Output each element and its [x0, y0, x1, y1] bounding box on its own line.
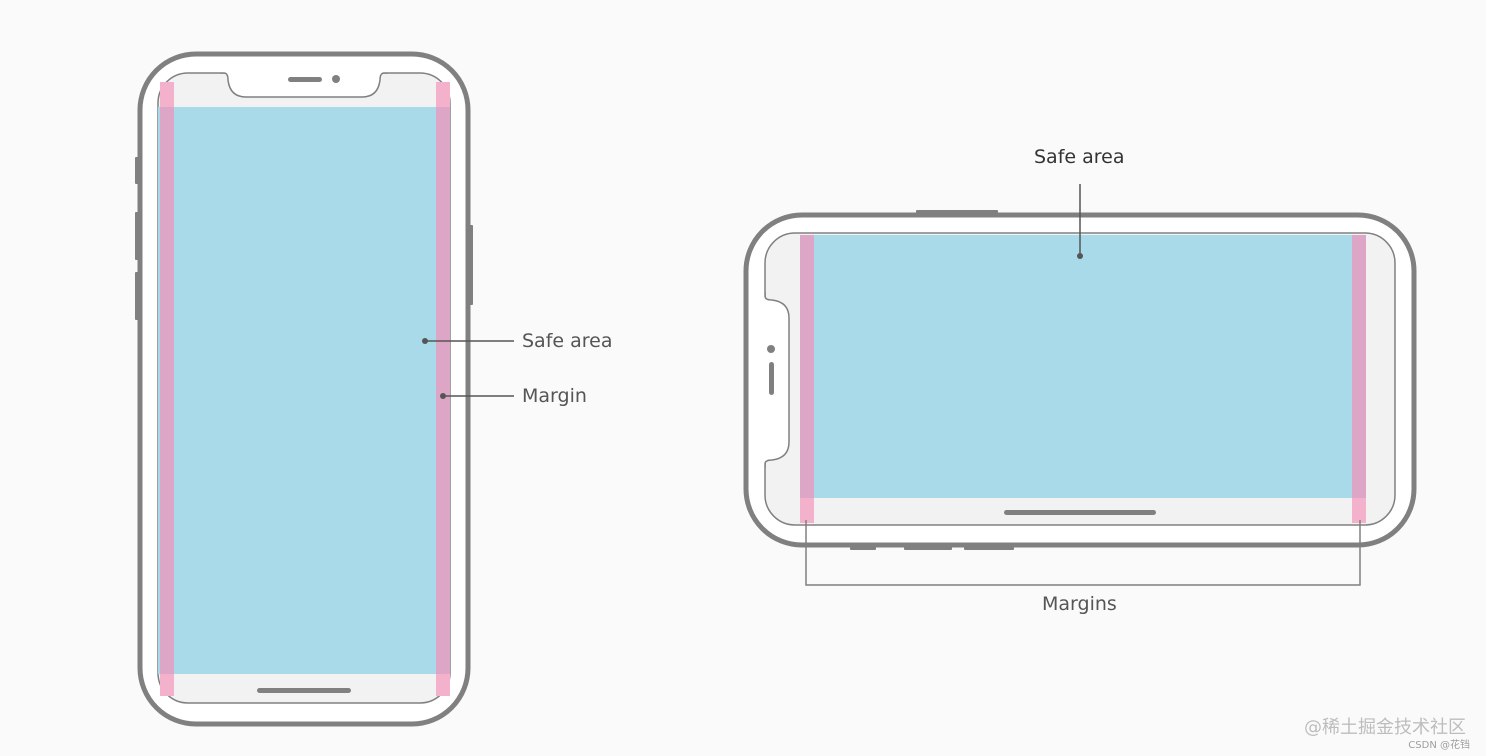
portrait-right-margin — [436, 107, 450, 674]
portrait-margin-label: Margin — [522, 385, 587, 407]
portrait-home-indicator — [257, 688, 351, 693]
portrait-front-camera — [332, 75, 340, 83]
landscape-notch — [762, 292, 789, 468]
portrait-left-margin-top — [160, 82, 174, 107]
landscape-safe-area-callout-dot — [1077, 253, 1083, 259]
landscape-safe-area — [800, 235, 1366, 498]
landscape-device — [743, 210, 1417, 550]
landscape-speaker-grille — [769, 362, 774, 395]
portrait-callouts — [422, 338, 514, 399]
landscape-right-margin-bottom — [1352, 498, 1366, 523]
portrait-safe-area — [158, 107, 450, 674]
portrait-safe-area-label: Safe area — [522, 330, 613, 352]
portrait-left-margin-bottom — [160, 674, 174, 696]
landscape-left-margin-bottom — [800, 498, 814, 523]
portrait-speaker-grille — [288, 77, 322, 82]
landscape-safe-area-label: Safe area — [1034, 146, 1125, 168]
landscape-margins-bracket — [805, 520, 1361, 586]
landscape-margins-label: Margins — [1042, 593, 1117, 615]
portrait-device — [135, 51, 473, 727]
landscape-callouts — [805, 184, 1361, 586]
watermark-main: @稀土掘金技术社区 — [1304, 717, 1466, 738]
landscape-front-camera — [767, 345, 775, 353]
landscape-left-margin — [800, 235, 814, 498]
landscape-right-margin — [1352, 235, 1366, 498]
portrait-notch-outline — [220, 72, 388, 98]
portrait-right-margin-bottom — [436, 674, 450, 696]
portrait-right-margin-top — [436, 82, 450, 107]
portrait-notch — [220, 70, 388, 97]
portrait-left-margin — [160, 107, 174, 674]
watermark-sub: CSDN @花铛 — [1408, 740, 1470, 751]
landscape-notch-outline — [764, 292, 790, 468]
landscape-home-indicator — [1004, 510, 1156, 515]
